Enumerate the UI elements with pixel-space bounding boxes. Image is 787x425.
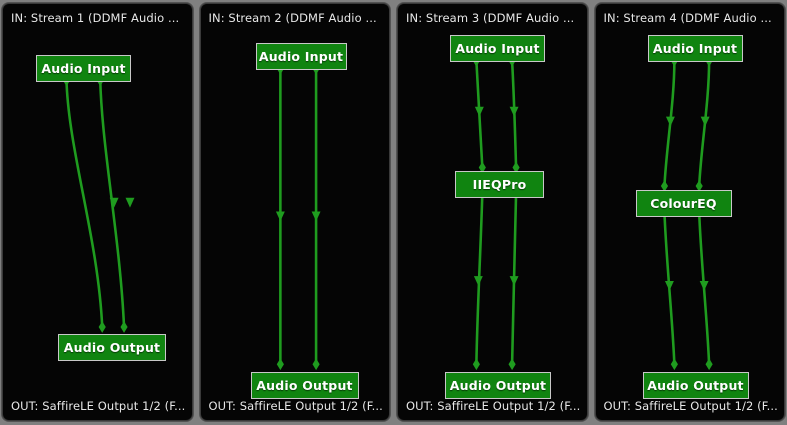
plugin-node[interactable]: IIEQPro bbox=[455, 171, 544, 198]
routing-canvas[interactable] bbox=[398, 4, 587, 420]
connector-line[interactable] bbox=[65, 79, 104, 329]
stream-panel[interactable]: IN: Stream 3 (DDMF Audio ... OUT: Saffire… bbox=[397, 3, 588, 421]
connector-arrowhead bbox=[700, 116, 710, 127]
connector-endpoint-diamond[interactable] bbox=[695, 180, 703, 192]
stream-panel[interactable]: IN: Stream 1 (DDMF Audio ... OUT: Saffire… bbox=[2, 3, 193, 421]
routing-canvas[interactable] bbox=[3, 4, 192, 420]
connector-arrowhead bbox=[473, 276, 483, 286]
plugin-node-label: Audio Output bbox=[63, 340, 161, 355]
connector-arrowhead bbox=[109, 197, 119, 208]
connector-arrowhead bbox=[275, 211, 285, 222]
plugin-node-label: ColourEQ bbox=[650, 196, 717, 211]
connector-endpoint-diamond[interactable] bbox=[120, 321, 128, 333]
connector-endpoint-diamond[interactable] bbox=[276, 358, 284, 371]
connector-endpoint-diamond[interactable] bbox=[472, 358, 480, 371]
panel-output-label: OUT: SaffireLE Output 1/2 (F... bbox=[208, 399, 383, 413]
connector-endpoint-diamond[interactable] bbox=[705, 358, 713, 371]
connector-arrowhead bbox=[509, 276, 519, 286]
plugin-node[interactable]: Audio Input bbox=[450, 35, 545, 62]
panel-output-label: OUT: SaffireLE Output 1/2 (F... bbox=[406, 399, 581, 413]
connector-arrowhead bbox=[664, 281, 674, 291]
plugin-node[interactable]: Audio Input bbox=[647, 35, 743, 62]
panel-input-label: IN: Stream 1 (DDMF Audio ... bbox=[11, 11, 180, 25]
plugin-node-label: Audio Output bbox=[647, 378, 744, 393]
plugin-node-label: Audio Input bbox=[258, 49, 344, 64]
panel-input-label: IN: Stream 2 (DDMF Audio ... bbox=[208, 11, 377, 25]
plugin-node[interactable]: Audio Output bbox=[642, 372, 749, 399]
panel-input-label: IN: Stream 4 (DDMF Audio ... bbox=[603, 11, 772, 25]
connector-endpoint-diamond[interactable] bbox=[508, 358, 516, 371]
connector-endpoint-diamond[interactable] bbox=[312, 358, 320, 371]
panel-input-label: IN: Stream 3 (DDMF Audio ... bbox=[406, 11, 575, 25]
plugin-node-label: Audio Output bbox=[449, 378, 547, 393]
connector-endpoint-diamond[interactable] bbox=[660, 180, 668, 192]
plugin-node-label: Audio Output bbox=[256, 378, 353, 393]
connector-arrowhead bbox=[699, 281, 709, 291]
panel-output-label: OUT: SaffireLE Output 1/2 (F... bbox=[11, 399, 186, 413]
plugin-node[interactable]: Audio Output bbox=[445, 372, 551, 399]
connector-arrowhead bbox=[474, 106, 484, 117]
plugin-node[interactable]: Audio Output bbox=[58, 334, 166, 361]
connector-layer bbox=[472, 54, 520, 371]
plugin-node[interactable]: Audio Input bbox=[255, 43, 347, 70]
connector-endpoint-diamond[interactable] bbox=[98, 321, 106, 333]
connector-arrowhead bbox=[125, 197, 135, 208]
stream-panel[interactable]: IN: Stream 2 (DDMF Audio ... OUT: Saffire… bbox=[199, 3, 390, 421]
connector-line[interactable] bbox=[98, 79, 126, 329]
connector-arrowhead bbox=[665, 116, 675, 127]
stream-panel[interactable]: IN: Stream 4 (DDMF Audio ... OUT: Saffire… bbox=[594, 3, 785, 421]
plugin-node-label: Audio Input bbox=[41, 61, 126, 76]
plugin-node[interactable]: Audio Output bbox=[250, 372, 359, 399]
plugin-node[interactable]: Audio Input bbox=[36, 55, 131, 82]
connector-arrowhead bbox=[509, 106, 519, 117]
plugin-node-label: Audio Input bbox=[455, 41, 540, 56]
plugin-node[interactable]: ColourEQ bbox=[635, 190, 732, 217]
connector-endpoint-diamond[interactable] bbox=[670, 358, 678, 371]
connector-layer bbox=[62, 74, 135, 333]
plugin-node-label: IIEQPro bbox=[472, 177, 527, 192]
connector-endpoint-diamond[interactable] bbox=[512, 161, 520, 174]
connector-arrowhead bbox=[311, 211, 321, 222]
panel-output-label: OUT: SaffireLE Output 1/2 (F... bbox=[603, 399, 778, 413]
plugin-node-label: Audio Input bbox=[652, 41, 738, 56]
